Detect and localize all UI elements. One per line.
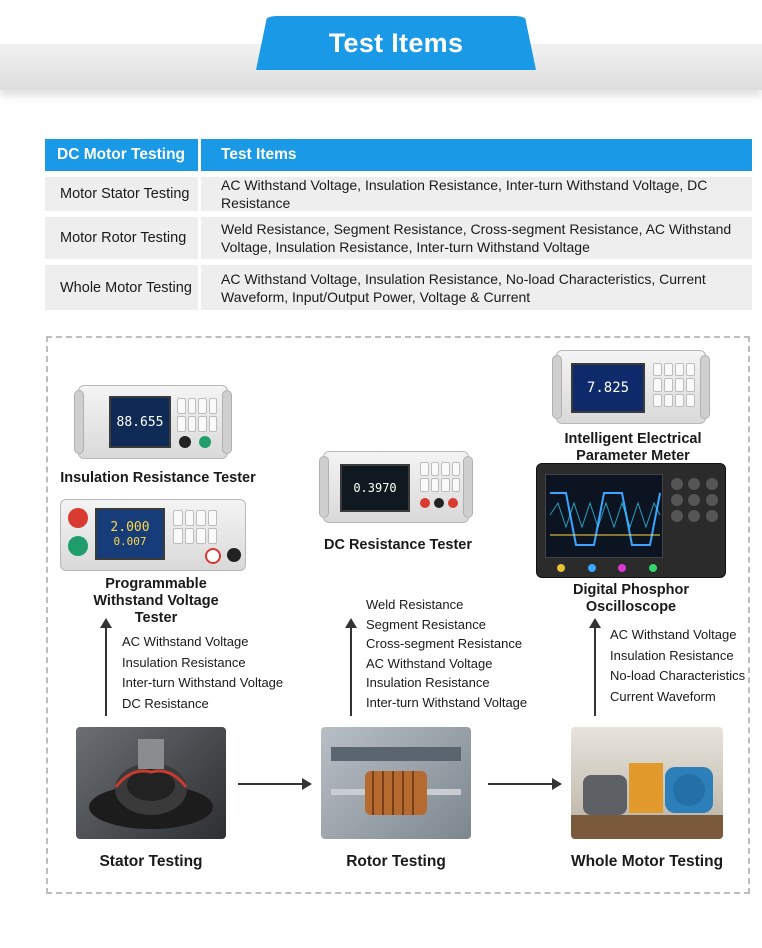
electrical-reading: 7.825 <box>586 380 630 396</box>
electrical-meter-label: Intelligent Electrical Parameter Meter <box>564 431 702 464</box>
whole-arrow-up-icon <box>589 618 601 716</box>
flow-diagram-frame <box>46 336 750 894</box>
header-category: DC Motor Testing <box>45 139 201 171</box>
row-category: Motor Stator Testing <box>45 177 201 211</box>
rotor-photo <box>321 727 471 839</box>
oscilloscope-label: Digital Phosphor Oscilloscope <box>573 582 689 615</box>
list-item: Cross-segment Resistance <box>366 636 523 651</box>
list-item: Current Waveform <box>610 688 716 704</box>
row-items: AC Withstand Voltage, Insulation Resista… <box>221 177 708 211</box>
stator-photo <box>76 727 226 839</box>
rotor-test-list: Weld Resistance Segment Resistance Cross… <box>366 595 527 712</box>
test-items-table: DC Motor Testing Test Items Motor Stator… <box>45 139 752 310</box>
row-category: Motor Rotor Testing <box>45 217 201 259</box>
list-item: Insulation Resistance <box>366 675 490 690</box>
list-item: AC Withstand Voltage <box>366 655 493 671</box>
rotor-arrow-up-icon <box>345 618 357 716</box>
header-items: Test Items <box>221 146 297 163</box>
list-item: AC Withstand Voltage <box>122 634 249 649</box>
list-item: Segment Resistance <box>366 616 486 632</box>
list-item: Insulation Resistance <box>122 654 246 670</box>
list-item: No-load Characteristics <box>610 668 746 683</box>
dc-resistance-tester-image: 0.3970 <box>319 451 473 523</box>
table-row: Motor Stator Testing AC Withstand Voltag… <box>45 177 752 211</box>
withstand-tester-image: 2.000 0.007 <box>60 499 246 571</box>
insulation-tester-image: 88.655 <box>74 385 232 459</box>
stator-test-list: AC Withstand Voltage Insulation Resistan… <box>122 632 283 714</box>
withstand-tester-label: Programmable Withstand Voltage Tester <box>93 576 219 626</box>
withstand-reading-1: 2.000 <box>110 520 150 535</box>
rotor-to-whole-arrow-icon <box>488 778 562 790</box>
waveform-icon <box>546 475 662 557</box>
stage-label-stator: Stator Testing <box>99 853 203 870</box>
list-item: AC Withstand Voltage <box>610 627 737 642</box>
list-item: DC Resistance <box>122 695 209 711</box>
stator-arrow-up-icon <box>100 618 112 716</box>
list-item: Weld Resistance <box>366 597 464 612</box>
row-items: Weld Resistance, Segment Resistance, Cro… <box>221 221 732 255</box>
dc-resistance-reading: 0.3970 <box>353 481 397 495</box>
dc-resistance-tester-label: DC Resistance Tester <box>323 537 473 553</box>
row-items: AC Withstand Voltage, Insulation Resista… <box>221 270 706 305</box>
list-item: Inter-turn Withstand Voltage <box>122 675 284 690</box>
table-row: Whole Motor Testing AC Withstand Voltage… <box>45 265 752 310</box>
insulation-tester-label: Insulation Resistance Tester <box>60 470 256 486</box>
row-category: Whole Motor Testing <box>45 265 201 310</box>
stator-to-rotor-arrow-icon <box>238 778 312 790</box>
insulation-reading: 88.655 <box>116 414 164 430</box>
stage-label-rotor: Rotor Testing <box>346 853 446 870</box>
table-row: Motor Rotor Testing Weld Resistance, Seg… <box>45 217 752 259</box>
electrical-meter-image: 7.825 <box>552 350 710 424</box>
whole-test-list: AC Withstand Voltage Insulation Resistan… <box>610 625 745 707</box>
page-title: Test Items <box>256 16 536 70</box>
stage-label-whole: Whole Motor Testing <box>570 853 724 870</box>
oscilloscope-image <box>536 463 726 578</box>
withstand-reading-2: 0.007 <box>113 535 147 548</box>
list-item: Insulation Resistance <box>610 647 734 663</box>
list-item: Inter-turn Withstand Voltage <box>366 694 528 710</box>
whole-motor-photo <box>571 727 723 839</box>
table-header: DC Motor Testing Test Items <box>45 139 752 171</box>
